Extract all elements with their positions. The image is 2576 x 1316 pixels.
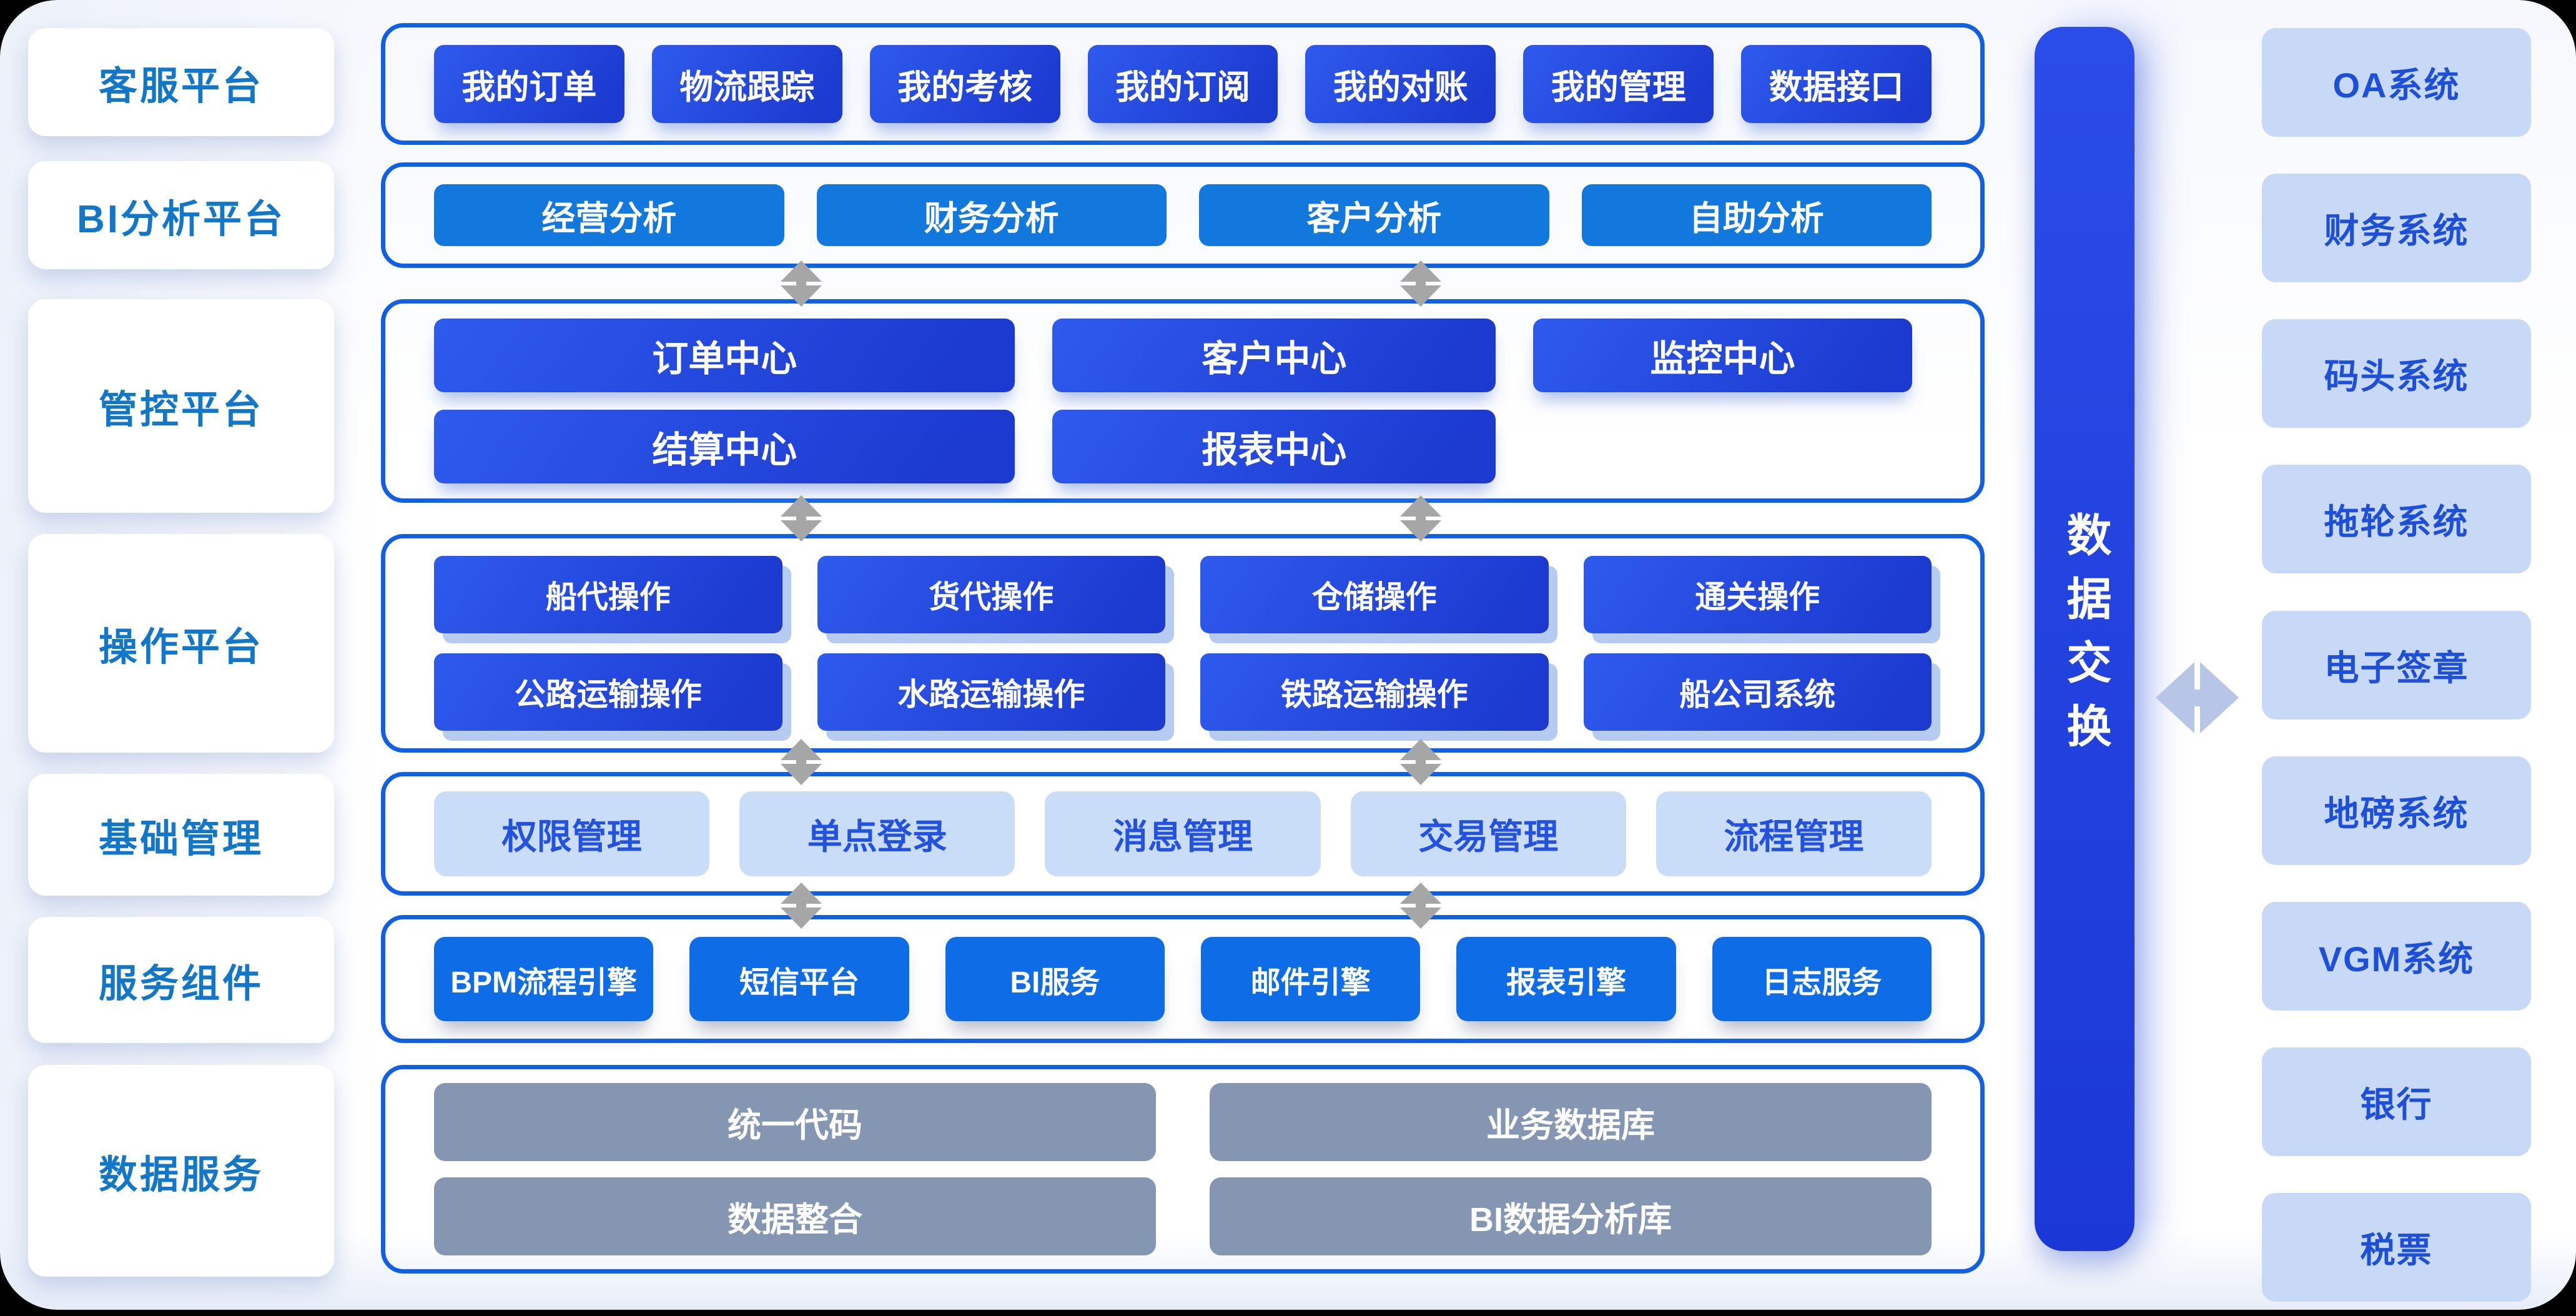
block-bpm-engine: BPM流程引擎 [434, 937, 654, 1021]
vertical-double-arrow-icon [781, 739, 822, 785]
external-system-terminal: 码头系统 [2262, 319, 2531, 428]
block-customer-analysis: 客户分析 [1199, 184, 1549, 246]
sidebar-item-data-service: 数据服务 [28, 1065, 334, 1277]
block-data-integration: 数据整合 [434, 1177, 1156, 1255]
block-single-sign-on: 单点登录 [739, 791, 1015, 876]
vertical-double-arrow-icon [1400, 495, 1441, 542]
block-freight-agency-ops: 货代操作 [817, 556, 1165, 633]
block-my-reconciliation: 我的对账 [1305, 45, 1496, 123]
sidebar-item-customer-service-platform: 客服平台 [28, 28, 334, 136]
block-my-assessment: 我的考核 [869, 45, 1060, 123]
panel-operation: 船代操作 货代操作 仓储操作 通关操作 公路运输操作 水路运输操作 铁路运输操作… [381, 534, 1985, 753]
button-row: 公路运输操作 水路运输操作 铁路运输操作 船公司系统 [434, 653, 1932, 731]
external-system-tax: 税票 [2262, 1193, 2531, 1302]
block-warehouse-ops: 仓储操作 [1200, 556, 1549, 633]
sidebar-label: BI分析平台 [76, 197, 285, 241]
block-my-orders: 我的订单 [434, 45, 624, 123]
external-system-label: 码头系统 [2324, 356, 2469, 396]
external-system-label: 地磅系统 [2324, 793, 2469, 833]
external-system-label: OA系统 [2332, 65, 2460, 105]
vertical-double-arrow-icon [1400, 260, 1441, 307]
panel-customer-service: 我的订单 物流跟踪 我的考核 我的订阅 我的对账 我的管理 数据接口 [381, 23, 1985, 145]
button-row: 数据整合 BI数据分析库 [434, 1177, 1932, 1255]
block-self-service-analysis: 自助分析 [1581, 184, 1932, 246]
button-row: 我的订单 物流跟踪 我的考核 我的订阅 我的对账 我的管理 数据接口 [434, 45, 1932, 123]
block-process-mgmt: 流程管理 [1656, 791, 1932, 876]
button-row: BPM流程引擎 短信平台 BI服务 邮件引擎 报表引擎 日志服务 [434, 937, 1932, 1021]
panel-service-components: BPM流程引擎 短信平台 BI服务 邮件引擎 报表引擎 日志服务 [381, 915, 1985, 1043]
external-system-oa: OA系统 [2262, 28, 2531, 137]
panel-control: 订单中心 客户中心 监控中心 结算中心 报表中心 [381, 299, 1985, 503]
sidebar-item-control-platform: 管控平台 [28, 299, 334, 513]
block-data-interface: 数据接口 [1741, 45, 1932, 123]
block-my-management: 我的管理 [1523, 45, 1714, 123]
block-bi-analysis-database: BI数据分析库 [1210, 1177, 1932, 1255]
vertical-double-arrow-icon [781, 260, 822, 307]
sidebar-label: 客服平台 [98, 64, 264, 108]
button-row: 订单中心 客户中心 监控中心 [434, 319, 1932, 392]
block-message-mgmt: 消息管理 [1045, 791, 1321, 876]
sidebar-label: 管控平台 [98, 388, 264, 432]
button-row: 权限管理 单点登录 消息管理 交易管理 流程管理 [434, 791, 1932, 876]
panel-base-management: 权限管理 单点登录 消息管理 交易管理 流程管理 [381, 772, 1985, 896]
external-system-label: 银行 [2360, 1084, 2433, 1124]
button-row: 经营分析 财务分析 客户分析 自助分析 [434, 184, 1932, 246]
horizontal-double-arrow-icon [2156, 662, 2239, 734]
sidebar-item-bi-analysis-platform: BI分析平台 [28, 161, 334, 269]
vertical-double-arrow-icon [1400, 739, 1441, 785]
data-exchange-label: 数据交换 [2060, 512, 2110, 766]
data-exchange-bar: 数据交换 [2035, 27, 2134, 1251]
block-report-center: 报表中心 [1052, 410, 1496, 483]
block-ship-agency-ops: 船代操作 [434, 556, 782, 633]
block-road-transport-ops: 公路运输操作 [434, 653, 782, 731]
block-unified-code: 统一代码 [434, 1083, 1156, 1161]
block-report-engine: 报表引擎 [1456, 937, 1676, 1021]
button-row: 结算中心 报表中心 [434, 410, 1932, 483]
block-log-service: 日志服务 [1712, 937, 1932, 1021]
block-customer-center: 客户中心 [1052, 319, 1496, 392]
block-shipping-company-system: 船公司系统 [1583, 653, 1932, 731]
block-customs-ops: 通关操作 [1583, 556, 1932, 633]
sidebar-label: 服务组件 [98, 962, 264, 1006]
block-business-database: 业务数据库 [1210, 1083, 1932, 1161]
block-settlement-center: 结算中心 [434, 410, 1015, 483]
block-bi-service: BI服务 [945, 937, 1165, 1021]
sidebar-item-service-components: 服务组件 [28, 917, 334, 1043]
sidebar-item-base-management: 基础管理 [28, 774, 334, 896]
sidebar-item-operation-platform: 操作平台 [28, 534, 334, 753]
external-system-bank: 银行 [2262, 1047, 2531, 1156]
block-logistics-tracking: 物流跟踪 [651, 45, 842, 123]
external-system-label: 电子签章 [2324, 648, 2469, 688]
vertical-double-arrow-icon [781, 883, 822, 929]
sidebar-label: 基础管理 [98, 817, 264, 861]
external-system-label: 拖轮系统 [2324, 502, 2469, 542]
external-system-esignature: 电子签章 [2262, 611, 2531, 720]
vertical-double-arrow-icon [781, 495, 822, 542]
external-system-tugboat: 拖轮系统 [2262, 465, 2531, 573]
block-finance-analysis: 财务分析 [816, 184, 1167, 246]
block-order-center: 订单中心 [434, 319, 1015, 392]
button-row: 船代操作 货代操作 仓储操作 通关操作 [434, 556, 1932, 633]
panel-bi-analysis: 经营分析 财务分析 客户分析 自助分析 [381, 162, 1985, 268]
external-system-vgm: VGM系统 [2262, 902, 2531, 1011]
external-system-finance: 财务系统 [2262, 174, 2531, 282]
block-monitor-center: 监控中心 [1533, 319, 1912, 392]
block-business-analysis: 经营分析 [434, 184, 784, 246]
block-water-transport-ops: 水路运输操作 [817, 653, 1165, 731]
external-system-weighbridge: 地磅系统 [2262, 756, 2531, 865]
button-row: 统一代码 业务数据库 [434, 1083, 1932, 1161]
vertical-double-arrow-icon [1400, 883, 1441, 929]
block-my-subscription: 我的订阅 [1087, 45, 1278, 123]
block-rail-transport-ops: 铁路运输操作 [1200, 653, 1549, 731]
block-permission-mgmt: 权限管理 [434, 791, 710, 876]
external-system-label: VGM系统 [2318, 939, 2475, 979]
sidebar-label: 操作平台 [98, 626, 264, 669]
external-system-label: 税票 [2360, 1230, 2433, 1270]
block-transaction-mgmt: 交易管理 [1350, 791, 1626, 876]
block-sms-platform: 短信平台 [689, 937, 909, 1021]
sidebar-label: 数据服务 [98, 1153, 264, 1197]
block-mail-engine: 邮件引擎 [1200, 937, 1421, 1021]
panel-data-service: 统一代码 业务数据库 数据整合 BI数据分析库 [381, 1065, 1985, 1274]
external-system-label: 财务系统 [2324, 210, 2469, 250]
